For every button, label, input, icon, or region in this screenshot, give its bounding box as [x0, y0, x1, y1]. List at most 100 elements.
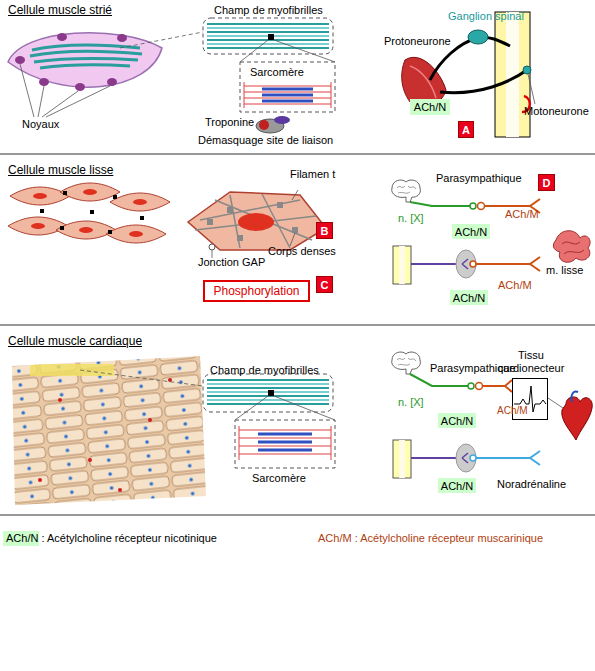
- nerve-label: n. [X]: [398, 212, 424, 225]
- myofibril-field-part-part: [207, 403, 329, 405]
- reflex-arc-part: [468, 30, 488, 44]
- note-label: Démasquage site de liaison: [198, 134, 333, 147]
- smooth-cells-part: [8, 217, 68, 235]
- parasympathetic-pathway-part: [470, 203, 476, 209]
- troponin-symbol-part: [259, 120, 269, 130]
- troponin-symbol: [256, 116, 290, 133]
- organ-label: m. lisse: [546, 264, 583, 277]
- myofibril-field-part-part: [207, 23, 329, 25]
- sarcomere-part-part: [244, 92, 331, 93]
- myofibril-field-part-part: [207, 399, 329, 401]
- cardiac-innervation-part: [393, 440, 411, 478]
- parasympathetic-pathway-part: [478, 203, 485, 210]
- reflex-arc-part: [528, 74, 535, 104]
- smooth-cell-detail-part-part: [292, 227, 298, 233]
- nucleus-part: [117, 34, 127, 42]
- myofibril-field-part-part: [207, 383, 329, 385]
- legend-item: ACh/N : Acétylcholine récepteur nicotini…: [6, 531, 217, 546]
- leader-line: [20, 32, 203, 117]
- sarcomere-part: [262, 89, 313, 101]
- smooth-cells-part: [60, 183, 120, 201]
- sarcomere-part-part: [239, 446, 331, 447]
- smooth-cell-detail-part-part: [227, 207, 233, 213]
- node-text: ACh/N: [441, 415, 473, 427]
- cardiac-innervation-part: [411, 457, 462, 459]
- callout-letter: C: [316, 276, 333, 293]
- sarcomere-part-part: [258, 433, 312, 436]
- section-separators-part: [0, 325, 595, 326]
- myofibril-field-part: [274, 396, 335, 420]
- sarcomere-part: [244, 82, 331, 108]
- receptor-tag: ACh/N: [452, 224, 490, 239]
- smooth-cell-detail-part: [195, 194, 316, 248]
- receptor-tag: ACh/N: [450, 290, 488, 305]
- gap-junction-part: [140, 216, 144, 220]
- legend-item: ACh/M : Acétylcholine récepteur muscarin…: [318, 531, 543, 546]
- part-label: Ganglion spinal: [448, 10, 524, 23]
- heart-icon-part: [571, 391, 578, 402]
- heart-icon-part: [562, 397, 593, 440]
- section-separators-part: [0, 154, 595, 155]
- smooth-nucleus-part: [83, 189, 97, 195]
- legend-text: ACh/N : Acétylcholine récepteur nicotini…: [6, 532, 217, 544]
- myofibril-field-part: [235, 396, 268, 420]
- part-label: Champ de myofibrilles: [214, 4, 323, 17]
- striated-cell-part: [30, 45, 142, 68]
- smooth-cells-part: [56, 221, 116, 239]
- receptor-label: ACh/M: [497, 404, 528, 417]
- smooth-nucleus-part: [33, 193, 47, 199]
- smooth-nucleus-part: [79, 227, 93, 233]
- reflex-arc-part: [523, 66, 531, 74]
- node-text: D: [543, 177, 551, 189]
- myofibril-field: [203, 374, 335, 420]
- smooth-cell-detail-part-part: [207, 219, 213, 225]
- section-separators-part: [0, 515, 595, 516]
- part-label: Troponine: [205, 116, 254, 129]
- gap-junction-part: [40, 209, 44, 213]
- reflex-arc: [402, 12, 535, 137]
- part-label: Noyaux: [22, 118, 59, 131]
- part-label: Protoneurone: [384, 35, 451, 48]
- sarcomere-part-part: [331, 82, 332, 108]
- gap-junction-part: [90, 210, 94, 214]
- cardiac-tissue-part-part: [58, 398, 62, 402]
- heart-icon: [562, 391, 593, 440]
- pathway-label: Parasympathique: [436, 172, 522, 185]
- part-label: Champ de myofibrilles: [210, 364, 319, 377]
- myofibril-field-part: [274, 40, 335, 62]
- part-label: Jonction GAP: [198, 256, 265, 269]
- cardiac-innervation-part: [470, 455, 476, 461]
- section-heading: Cellule muscle strié: [8, 4, 112, 17]
- cardiac-innervation-part: [476, 383, 483, 390]
- receptor-tag: ACh/N: [410, 99, 450, 115]
- smooth-cell-detail-part: [188, 192, 326, 250]
- cardiac-tissue: [10, 350, 210, 510]
- reflex-arc-part: [495, 12, 530, 137]
- cardiac-tissue-part-part: [38, 478, 42, 482]
- parasympathetic-pathway-part: [476, 257, 540, 271]
- gap-junction-part: [60, 226, 64, 230]
- cardiac-tissue-part-part: [88, 458, 92, 462]
- sarcomere-part: [235, 420, 335, 468]
- sarcomere-part-part: [258, 441, 312, 444]
- smooth-cell-detail-part: [292, 190, 298, 200]
- nerve-label: n. [X]: [398, 396, 424, 409]
- receptor-tag: ACh/N: [438, 413, 476, 428]
- cardiac-innervation-part: [468, 383, 474, 389]
- smooth-cell-detail-part: [290, 233, 295, 246]
- intestine-icon-part: [553, 231, 590, 263]
- sarcomere-part-part: [239, 438, 331, 439]
- myofibril-field-part: [207, 24, 329, 48]
- nucleus-part: [107, 78, 117, 86]
- cardiac-tissue-part: [30, 364, 114, 376]
- smooth-cell-detail-part-part: [237, 235, 243, 241]
- part-label: Sarcomère: [252, 472, 306, 485]
- striated-cell: [8, 33, 162, 91]
- nucleus-part: [57, 33, 67, 41]
- nucleus: [15, 33, 127, 91]
- smooth-cell-detail-part: [207, 202, 298, 241]
- sarcomere-part-part: [239, 454, 331, 455]
- cardiac-innervation-part: [392, 352, 421, 374]
- parasympathetic-pathway-part: [410, 202, 470, 206]
- cardiac-innervation-part: [456, 444, 476, 472]
